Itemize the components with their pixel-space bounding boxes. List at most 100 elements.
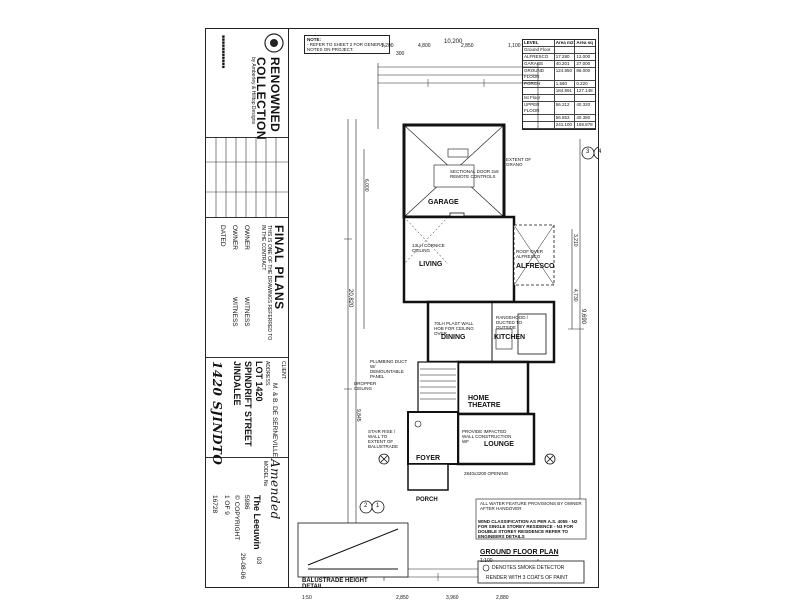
room-living: LIVING — [419, 261, 443, 268]
amended-stamp: Amended — [268, 459, 282, 520]
company-tagline: by Amberley & Hilltop Designs — [250, 57, 256, 124]
owner-label: OWNER — [243, 225, 250, 250]
area-table-cell — [553, 47, 575, 53]
area-table-cell: 1.560 — [553, 81, 575, 87]
marker-label-2: 2 — [364, 503, 368, 509]
drawing-number: 16728 — [211, 495, 218, 514]
note-garage-ceiling: SECTIONAL DOOR 2x8 REMOTE CONTROLS — [450, 169, 499, 179]
area-table-cell: GARAGE — [524, 61, 544, 66]
drawing-date: 29-08-06 — [239, 553, 246, 580]
area-table-cell: 169.878 — [574, 122, 595, 128]
revision-grid — [206, 137, 288, 218]
area-table-cell: 40.320 — [574, 102, 595, 114]
room-porch: PORCH — [416, 497, 438, 503]
room-kitchen: KITCHEN — [494, 334, 526, 341]
general-notes-box: NOTE: - REFER TO SHEET 2 FOR GENERAL NOT… — [304, 35, 390, 54]
dim-right-lower: 4,730 — [572, 289, 578, 302]
final-plans-label: FINAL PLANS — [272, 225, 286, 310]
notes-line-2: NOTES ON PROJECT. — [307, 47, 354, 52]
area-table-cell: ALFRESCO — [524, 54, 549, 59]
model-label: MODEL No — [262, 461, 268, 487]
client-cell: CLIENT: M. & B. DE SERNEVILLE ADDRESS: L… — [206, 357, 288, 465]
dim-top-seg-2: 300 — [396, 51, 405, 57]
dim-top-seg-4: 2,850 — [461, 43, 474, 49]
room-lounge: LOUNGE — [484, 441, 514, 448]
note-alfresco: ROOF OVER ALFRESCO — [516, 249, 544, 259]
dim-left-top: 6,000 — [363, 179, 369, 192]
area-table-cell: 27.000 — [574, 61, 595, 67]
note-water: ALL WATER FEATURE PROVISIONS BY OWNER AF… — [480, 501, 582, 511]
witness-label: WITNESS — [243, 297, 250, 327]
room-foyer: FOYER — [416, 455, 441, 462]
note-wind: WIND CLASSIFICATION AS PER A.S. 4055 - N… — [478, 519, 578, 539]
area-table-cell — [574, 95, 595, 101]
model-cell: Amended MODEL No The Leeuwin 5986 © COPY… — [206, 457, 288, 587]
dim-bottom-seg-3: 2,880 — [496, 595, 509, 601]
dim-bottom-seg-2: 3,960 — [446, 595, 459, 601]
area-table-cell: 0.220 — [574, 81, 595, 87]
area-table-cell: UPPER FLOOR — [524, 102, 540, 113]
dim-top-seg-5: 1,100 — [508, 43, 521, 49]
dim-top-overall: 10,200 — [444, 39, 463, 45]
company-name-2: COLLECTION — [254, 57, 268, 140]
note-kitchen: RANGEHOOD / DUCTED TO OUTSIDE — [496, 315, 529, 330]
street-name: SPINDRIFT STREET — [243, 361, 253, 447]
title-block: RENOWNED COLLECTION by Amberley & Hillto… — [206, 29, 289, 587]
notes-heading: NOTE: — [307, 37, 321, 42]
area-table-cell: 12.000 — [574, 54, 595, 60]
sheet-number: 1 OF 9 — [223, 495, 230, 515]
client-label: CLIENT: — [280, 361, 286, 380]
smoke-detector-legend: DENOTES SMOKE DETECTOR — [492, 565, 565, 571]
area-table-cell — [553, 95, 575, 101]
area-table-cell: 40.201 — [553, 61, 575, 67]
section-marker-2 — [359, 500, 373, 514]
note-theatre: PROVIDE IMPACTED WALL CONSTRUCTION WF — [462, 429, 512, 444]
area-table-cell: 17.280 — [553, 54, 575, 60]
dim-left-total: 20,820 — [347, 289, 353, 308]
witness-label-2: WITNESS — [231, 297, 238, 327]
room-dining: DINING — [441, 334, 466, 341]
area-table-cell: 124.850 — [553, 68, 575, 80]
area-table-cell: 127.148 — [574, 88, 595, 94]
room-garage: GARAGE — [428, 199, 459, 206]
plan-scale: 1:100 — [480, 558, 493, 564]
area-table-row: Ist Floor — [523, 95, 595, 102]
note-garage-extent: EXTENT OF GRANO — [506, 157, 532, 167]
dated-label: DATED — [219, 225, 226, 247]
area-table-cell: Area sq — [574, 40, 595, 46]
area-table-cell: 86.000 — [574, 68, 595, 80]
area-table-cell: 56.212 — [553, 102, 575, 114]
notes-line-1: - REFER TO SHEET 2 FOR GENERAL — [307, 42, 386, 47]
floor-plan — [297, 63, 598, 584]
area-table-cell: 56.553 — [553, 115, 575, 121]
note-porch: DROPPER CEILING — [354, 381, 377, 391]
dim-right-total: 9,690 — [580, 309, 586, 325]
area-table-cell: Ist Floor — [524, 95, 541, 100]
area-table-cell: GROUND FLOOR — [524, 68, 544, 79]
area-table-cell: 241.100 — [553, 122, 575, 128]
copyright: © COPYRIGHT — [233, 495, 240, 541]
section-marker-4 — [593, 146, 598, 160]
area-table-cell: 184.891 — [553, 88, 575, 94]
room-home-theatre: HOME THEATRE — [468, 395, 501, 409]
note-dining: 70LH PLAST WALL HOB FOR CEILING OVER — [434, 321, 474, 336]
area-table-cell — [574, 47, 595, 53]
dim-top-seg-1: 1,200 — [381, 43, 394, 49]
revision-number: 03 — [255, 557, 262, 565]
render-note: RENDER WITH 3 COATS OF PAINT — [486, 575, 568, 581]
note-plumbing: PLUMBING DUCT W/ DEMOUNTABLE PANEL — [370, 359, 408, 379]
area-table-cell: Area m2 — [553, 40, 574, 46]
model-name: The Leeuwin — [252, 495, 262, 550]
note-lounge: 2840x3200 OPENING — [464, 471, 509, 476]
client-name: M. & B. DE SERNEVILLE — [271, 383, 278, 458]
dim-bottom-seg-1: 2,850 — [396, 595, 409, 601]
company-logo — [264, 33, 284, 53]
